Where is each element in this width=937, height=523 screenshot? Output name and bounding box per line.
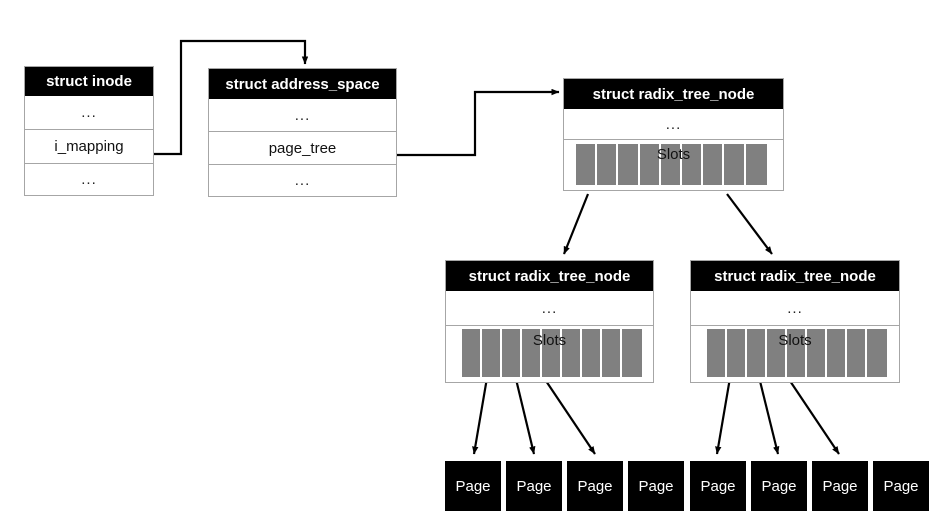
slot-cell[interactable] [622, 329, 642, 377]
struct-box-radix-root: struct radix_tree_node ... Slots [563, 78, 784, 191]
connector-radix-left-to-page-3 [539, 371, 596, 455]
struct-header-radix-right: struct radix_tree_node [691, 261, 899, 291]
struct-box-radix-right: struct radix_tree_node ... Slots [690, 260, 900, 383]
connector-radix-root-to-radix-right [726, 193, 773, 255]
page-box[interactable]: Page [751, 461, 807, 511]
slots-row-radix-left: Slots [446, 325, 653, 382]
struct-row-radix-root-ellipsis: ... [564, 109, 783, 139]
slot-cell[interactable] [807, 329, 827, 377]
struct-box-inode: struct inode ... i_mapping ... [24, 66, 154, 196]
page-box[interactable]: Page [445, 461, 501, 511]
slot-cell[interactable] [727, 329, 747, 377]
slots-strip-radix-right[interactable] [707, 329, 887, 377]
slot-cell[interactable] [867, 329, 887, 377]
connector-radix-root-to-radix-left [562, 193, 590, 255]
connector-radix-right-to-page-6 [756, 372, 780, 455]
slot-cell[interactable] [502, 329, 522, 377]
slot-cell[interactable] [597, 144, 619, 185]
slot-cell[interactable] [562, 329, 582, 377]
slot-cell[interactable] [522, 329, 542, 377]
struct-header-inode: struct inode [25, 67, 153, 96]
struct-row-inode-i-mapping: i_mapping [25, 129, 153, 163]
slot-cell[interactable] [618, 144, 640, 185]
slot-cell[interactable] [767, 329, 787, 377]
slot-cell[interactable] [827, 329, 847, 377]
slots-row-radix-right: Slots [691, 325, 899, 382]
struct-row-inode-ellipsis-top: ... [25, 96, 153, 129]
connector-page-tree-to-radix-root [397, 88, 560, 157]
page-box[interactable]: Page [628, 461, 684, 511]
struct-row-radix-right-ellipsis: ... [691, 291, 899, 325]
struct-box-address-space: struct address_space ... page_tree ... [208, 68, 397, 197]
page-box[interactable]: Page [873, 461, 929, 511]
slot-cell[interactable] [703, 144, 725, 185]
connector-radix-left-to-page-2 [513, 374, 536, 455]
slots-row-radix-root: Slots [564, 139, 783, 190]
connector-radix-left-to-page-1 [472, 371, 490, 455]
connector-radix-right-to-page-5 [715, 371, 733, 455]
slots-strip-radix-root[interactable] [576, 144, 767, 185]
page-box[interactable]: Page [690, 461, 746, 511]
slot-cell[interactable] [639, 144, 661, 185]
slot-cell[interactable] [745, 144, 767, 185]
slot-cell[interactable] [582, 329, 602, 377]
page-box[interactable]: Page [506, 461, 562, 511]
struct-header-radix-left: struct radix_tree_node [446, 261, 653, 291]
slot-cell[interactable] [724, 144, 746, 185]
slot-cell[interactable] [576, 144, 598, 185]
struct-header-radix-root: struct radix_tree_node [564, 79, 783, 109]
struct-box-radix-left: struct radix_tree_node ... Slots [445, 260, 654, 383]
struct-row-inode-ellipsis-bottom: ... [25, 163, 153, 195]
page-box[interactable]: Page [567, 461, 623, 511]
struct-row-radix-left-ellipsis: ... [446, 291, 653, 325]
slots-strip-radix-left[interactable] [462, 329, 642, 377]
slot-cell[interactable] [747, 329, 767, 377]
page-box[interactable]: Page [812, 461, 868, 511]
slot-cell[interactable] [602, 329, 622, 377]
slot-cell[interactable] [681, 144, 704, 185]
struct-row-address-space-page-tree: page_tree [209, 131, 396, 164]
slot-cell[interactable] [542, 329, 562, 377]
slot-cell[interactable] [707, 329, 727, 377]
slot-cell[interactable] [787, 329, 807, 377]
struct-row-address-space-ellipsis-top: ... [209, 99, 396, 131]
slot-cell[interactable] [847, 329, 867, 377]
struct-row-address-space-ellipsis-bottom: ... [209, 164, 396, 196]
struct-header-address-space: struct address_space [209, 69, 396, 99]
slot-cell[interactable] [482, 329, 502, 377]
connector-radix-right-to-page-7 [783, 371, 840, 455]
slot-cell[interactable] [660, 144, 682, 185]
slot-cell[interactable] [462, 329, 482, 377]
